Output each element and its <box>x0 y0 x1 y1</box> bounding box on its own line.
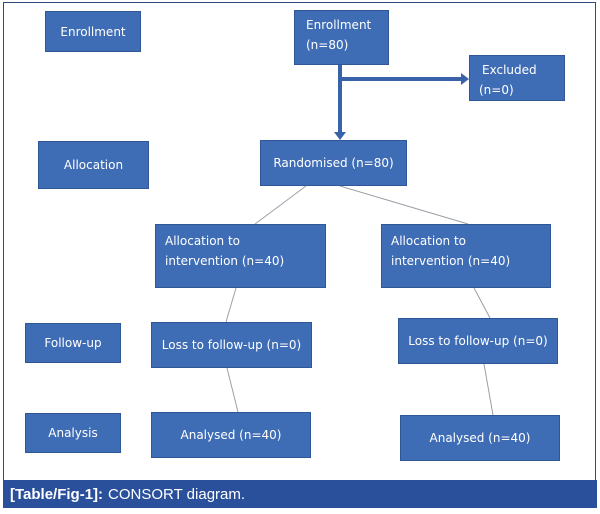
node-analysed-left-text: Analysed (n=40) <box>180 428 282 442</box>
node-loss-right-text: Loss to follow-up (n=0) <box>408 334 548 348</box>
node-allocation-right-line2: intervention (n=40) <box>391 254 511 268</box>
stage-label-analysis-text: Analysis <box>48 426 98 440</box>
stage-label-enrollment: Enrollment <box>45 11 141 52</box>
node-enrollment: Enrollment (n=80) <box>294 10 389 65</box>
node-loss-left-text: Loss to follow-up (n=0) <box>161 338 302 352</box>
node-randomised: Randomised (n=80) <box>260 140 407 186</box>
node-excluded: Excluded (n=0) <box>469 55 565 101</box>
node-excluded-line2: (n=0) <box>479 83 514 97</box>
figure-caption: [Table/Fig-1]: CONSORT diagram. <box>3 480 597 508</box>
node-allocation-right-line1: Allocation to <box>391 234 467 248</box>
node-excluded-line1: Excluded <box>482 63 537 77</box>
stage-label-allocation: Allocation <box>38 141 149 189</box>
stage-label-allocation-text: Allocation <box>63 158 124 172</box>
stage-label-follow-up: Follow-up <box>25 323 121 363</box>
node-analysed-left: Analysed (n=40) <box>151 412 311 458</box>
node-loss-left: Loss to follow-up (n=0) <box>151 322 312 368</box>
stage-label-analysis: Analysis <box>25 413 121 453</box>
node-loss-right: Loss to follow-up (n=0) <box>398 318 558 364</box>
stage-label-follow-up-text: Follow-up <box>44 336 102 350</box>
node-analysed-right-text: Analysed (n=40) <box>429 431 531 445</box>
stage-label-enrollment-text: Enrollment <box>60 24 126 39</box>
node-analysed-right: Analysed (n=40) <box>400 415 560 461</box>
node-allocation-left-line1: Allocation to <box>165 234 241 248</box>
caption-text: CONSORT diagram. <box>108 485 246 503</box>
node-allocation-right: Allocation to intervention (n=40) <box>381 224 551 288</box>
caption-label: [Table/Fig-1]: <box>10 485 104 503</box>
node-randomised-text: Randomised (n=80) <box>273 156 394 170</box>
node-enrollment-line1: Enrollment <box>306 18 372 32</box>
node-allocation-left: Allocation to intervention (n=40) <box>155 224 326 288</box>
node-allocation-left-line2: intervention (n=40) <box>165 254 285 268</box>
node-enrollment-line2: (n=80) <box>306 38 349 52</box>
